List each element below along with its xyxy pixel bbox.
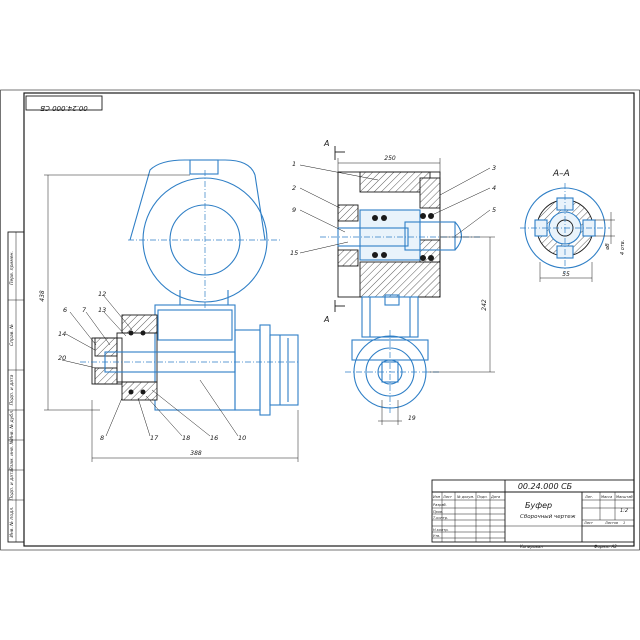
sheets-label: Листов — [604, 521, 618, 525]
callout-14: 14 — [58, 330, 66, 338]
callout-10: 10 — [238, 434, 246, 442]
callout-8: 8 — [100, 434, 104, 442]
callout-13: 13 — [98, 306, 106, 314]
cut-mark-bottom: А — [323, 315, 329, 324]
stamp-label-1: Перв. примен. — [9, 251, 15, 285]
rotated-code: 00.24.000 СБ — [40, 104, 88, 112]
sheet-label: Лист — [583, 521, 594, 525]
stamp-label-7: Инв. № подл. — [9, 506, 15, 537]
dim-aa-d: ⌀8 — [605, 243, 611, 250]
callout-1: 1 — [292, 160, 296, 168]
rotated-code-box: 00.24.000 СБ — [25, 95, 103, 112]
copied-label: Копировал — [520, 544, 543, 549]
drawing-title: Буфер — [525, 501, 552, 510]
col-head-list: Лист — [442, 495, 453, 499]
section-aa-label: А–А — [552, 169, 570, 179]
dim-aa-width: 55 — [562, 271, 570, 278]
row-ncontrol: Н.контр. — [433, 528, 449, 532]
callout-6: 6 — [63, 306, 67, 314]
callout-7: 7 — [82, 306, 87, 314]
dim-side-height: 242 — [481, 299, 488, 311]
row-tcontrol: Т.контр. — [433, 516, 448, 520]
scale-label: Масштаб — [616, 495, 633, 499]
dim-width-main: 388 — [190, 450, 202, 457]
stamp-label-3: Подп. и дата — [9, 374, 15, 405]
drawing-subtitle: Сборочный чертеж — [520, 514, 576, 520]
callout-2: 2 — [292, 184, 296, 192]
stamp-label-4: Инв. № дубл. — [9, 410, 15, 441]
scale-value: 1:2 — [620, 508, 628, 514]
cut-mark-top: А — [323, 139, 329, 148]
row-approved: Утв. — [433, 534, 440, 538]
callout-3: 3 — [492, 164, 496, 172]
callout-18: 18 — [182, 434, 190, 442]
title-block: Изм Лист № докум. Подп. Дата Разраб. Про… — [431, 479, 635, 549]
callout-16: 16 — [210, 434, 218, 442]
main-view: 438 388 12 6 7 13 14 20 8 17 18 16 10 — [39, 159, 300, 462]
outer-frame — [0, 89, 640, 551]
section-aa: А–А 55 ⌀8 4 отв. — [520, 169, 626, 282]
sheets-value: 1 — [623, 521, 625, 525]
col-head-date: Дата — [490, 495, 500, 499]
dim-height-main: 438 — [39, 290, 46, 302]
callout-15: 15 — [290, 249, 298, 257]
dim-aa-d2: 4 отв. — [620, 240, 626, 255]
dim-bottom-small: 19 — [408, 415, 416, 422]
stamp-label-6: Подп. и дата — [9, 469, 15, 500]
mass-label: Масса — [601, 495, 612, 499]
drawing-code: 00.24.000 СБ — [518, 482, 573, 491]
col-head-doc: № докум. — [456, 495, 474, 499]
callout-5: 5 — [492, 206, 496, 214]
stamp-label-2: Справ. № — [9, 324, 15, 346]
callout-9: 9 — [292, 206, 296, 214]
dim-top-width: 250 — [384, 155, 396, 162]
callout-4: 4 — [492, 184, 496, 192]
col-head-izm: Изм — [433, 495, 440, 499]
callout-20: 20 — [58, 354, 66, 362]
section-view: А А 250 — [290, 139, 496, 425]
left-stamp-column: Перв. примен. Справ. № Подп. и дата Инв.… — [7, 231, 25, 543]
lit-label: Лит. — [584, 495, 593, 499]
callout-12: 12 — [98, 290, 106, 298]
format-label: Формат А2 — [594, 544, 617, 549]
callout-17: 17 — [150, 434, 159, 442]
stamp-label-5: Взам. инв. № — [9, 439, 15, 470]
row-checked: Пров. — [433, 510, 443, 514]
col-head-sign: Подп. — [477, 495, 488, 499]
row-developed: Разраб. — [433, 503, 447, 507]
